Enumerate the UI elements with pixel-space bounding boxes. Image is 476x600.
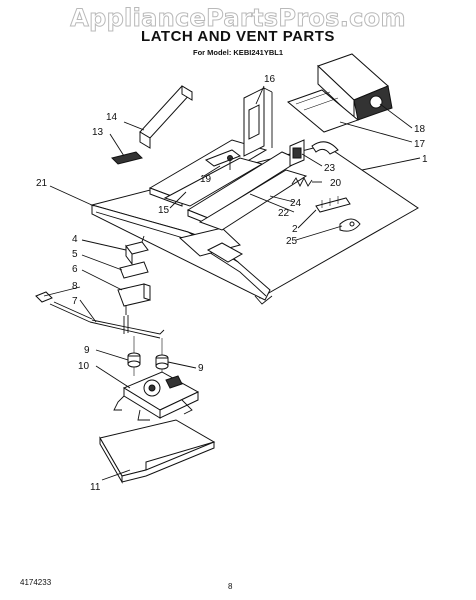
wedge-part (139, 85, 193, 149)
callout-4: 4 (72, 234, 78, 245)
callout-14: 14 (106, 112, 118, 123)
callout-13: 13 (92, 127, 104, 138)
callout-19: 19 (200, 174, 212, 185)
leader-lines (43, 85, 421, 481)
base-plate (99, 419, 216, 484)
vent-motor (317, 53, 393, 121)
callout-11: 11 (90, 482, 101, 493)
callout-10: 10 (78, 361, 90, 372)
main-panel (90, 144, 419, 305)
diagram-title: LATCH AND VENT PARTS (141, 28, 335, 45)
spacer-left (127, 352, 141, 368)
callout-9-left: 9 (84, 345, 90, 356)
vent-frame (243, 87, 273, 157)
callout-15: 15 (158, 205, 170, 216)
callout-24: 24 (290, 198, 302, 209)
switch-bracket (117, 283, 151, 307)
callout-20: 20 (330, 178, 342, 189)
watermark-text: AppliancePartsPros.com (70, 4, 406, 33)
vent-tube (289, 139, 339, 167)
callout-6: 6 (72, 264, 78, 275)
link-rod (49, 301, 165, 339)
callout-17: 17 (414, 139, 426, 150)
callout-8: 8 (72, 281, 78, 292)
latch-mechanism (113, 371, 200, 421)
terminal-strip (315, 196, 351, 213)
callout-21: 21 (36, 178, 48, 189)
callout-23: 23 (324, 163, 336, 174)
page-number: 8 (228, 582, 233, 591)
bracket-part (204, 149, 242, 170)
gasket-strip (111, 151, 143, 165)
document-number: 4174233 (20, 578, 52, 587)
callout-7: 7 (72, 296, 78, 307)
callouts: 16 14 13 18 17 1 23 19 20 21 24 15 22 2 … (36, 74, 428, 493)
wire-clamp (339, 218, 361, 232)
latch-switch (125, 235, 149, 266)
hook-part (35, 291, 53, 303)
callout-1: 1 (422, 154, 428, 165)
callout-16: 16 (264, 74, 276, 85)
callout-5: 5 (72, 249, 78, 260)
callout-9-right: 9 (198, 363, 204, 374)
model-subtitle: For Model: KEBI241YBL1 (192, 48, 283, 57)
callout-2: 2 (292, 224, 298, 235)
callout-18: 18 (414, 124, 426, 135)
motor-bracket (287, 89, 359, 133)
switch-insulator (119, 261, 149, 279)
callout-22: 22 (278, 208, 290, 219)
callout-25: 25 (286, 236, 298, 247)
spacer-right (155, 354, 169, 370)
spring-clip (291, 176, 313, 188)
